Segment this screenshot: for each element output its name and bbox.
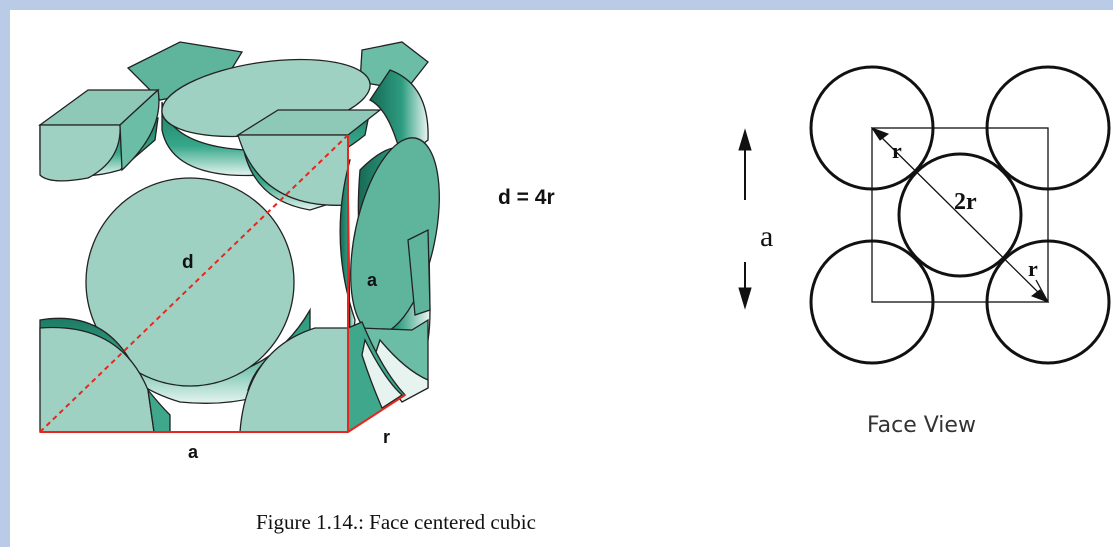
face-square <box>871 127 1049 303</box>
cube-diagonal-label: d <box>182 252 194 273</box>
bottom-right-quarter <box>239 327 349 433</box>
fcc-cube-illustration <box>38 41 440 434</box>
fcc-figure: d a a r d = 4r r 2r r a Face View <box>38 41 1111 462</box>
face-side-label: a <box>760 220 773 253</box>
diameter-relation: d = 4r <box>498 186 555 209</box>
arrowhead-bottom-right <box>1030 289 1050 304</box>
right-face-sphere <box>350 137 440 335</box>
face-radius-label-bottom: r <box>1028 256 1038 281</box>
face-circle-bottom-left <box>809 239 935 365</box>
face-radius-label-top: r <box>892 138 902 163</box>
face-diagonal <box>871 127 1049 303</box>
cube-edges <box>39 134 406 433</box>
dimension-arrow-up <box>738 128 752 151</box>
front-top-right-quarter <box>237 134 349 206</box>
front-top-left-quarter <box>39 124 121 182</box>
face-radius-label-center: 2r <box>954 189 977 215</box>
face-view-title: Face View <box>867 413 976 438</box>
cube-depth-label: r <box>383 427 390 447</box>
face-circle-top-right <box>985 65 1111 191</box>
face-circle-top-left <box>809 65 935 191</box>
figure-caption: Figure 1.14.: Face centered cubic <box>256 510 536 534</box>
dimension-arrow-down <box>738 287 752 310</box>
face-circle-bottom-right <box>985 239 1111 365</box>
arrowhead-top-left <box>870 126 890 141</box>
cube-side-label-right: a <box>367 270 378 290</box>
cube-bottom-label: a <box>188 442 199 462</box>
right-upper-wedge <box>407 228 431 316</box>
face-circle-center <box>897 152 1023 278</box>
front-face-sphere <box>85 177 295 387</box>
figure-frame: d a a r d = 4r r 2r r a Face View Figure… <box>10 10 1113 547</box>
face-view-diagram <box>738 65 1111 365</box>
cube-depth-edge <box>347 394 406 433</box>
